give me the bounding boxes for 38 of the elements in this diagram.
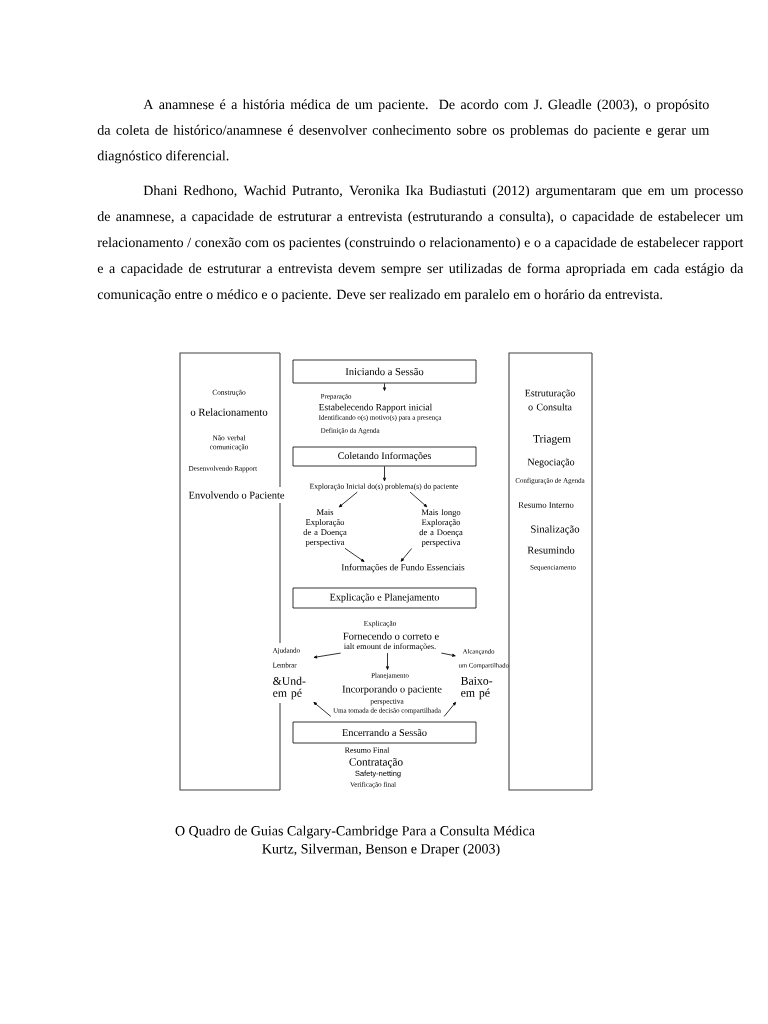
label: Mais longo Exploração de a Doença perspectiva xyxy=(419,509,463,547)
label: Negociação xyxy=(527,458,575,468)
label: Resumo Interno xyxy=(518,502,574,508)
citation: Kurtz, Silverman, Benson e Draper (2003) xyxy=(262,843,500,857)
stage-box: Explicação e Planejamento xyxy=(292,587,477,609)
stage-box: Iniciando a Sessão xyxy=(292,359,477,384)
label: Contratação xyxy=(349,758,403,768)
label: o Relacionamento xyxy=(190,408,268,416)
arrow xyxy=(383,466,386,482)
paragraph: A anamnese é a história médica de um paciente. De acordo com J. Gleadle (2003), o propósito da coleta de histórico/anamnese é desenvolver conhecimento sobre os problemas do paciente e gerar um diagnóstico diferencial. xyxy=(97,99,710,164)
label: Mais Exploração de a Doença perspectiva xyxy=(303,509,347,547)
label: Resumindo xyxy=(527,546,575,554)
stage-box: Coletando Informações xyxy=(292,446,477,467)
label: Informações de Fundo Essenciais xyxy=(341,563,465,573)
arrow xyxy=(338,491,358,508)
arrow xyxy=(313,652,342,659)
label: &Und- em pé xyxy=(273,676,306,700)
arrow xyxy=(443,701,457,717)
label: Incorporando o paciente xyxy=(342,685,442,695)
arrow xyxy=(383,383,386,391)
arrow xyxy=(409,491,428,508)
label: Triagem xyxy=(533,435,571,445)
label: Sinalização xyxy=(531,525,580,535)
arrow xyxy=(344,547,365,562)
label: Resumo Final xyxy=(344,747,390,753)
label: Fornecendo o correto e xyxy=(343,632,439,640)
arrow xyxy=(440,652,456,657)
label: Envolvendo o Paciente xyxy=(188,491,285,499)
stage-box: Encerrando a Sessão xyxy=(292,721,477,744)
label: Baixo- em pé xyxy=(461,676,493,700)
label: Estruturação o Consulta xyxy=(525,389,575,411)
paragraph: Dhani Redhono, Wachid Putranto, Veronika Ika Budiastuti (2012) argumentaram que em um processo de anamnese, a capacidade de estruturar a entrevista (estruturando a consulta), o capacidade de estabelecer um relacionamento / conexão com os pacientes (construindo o relacionamento) e o a capacidade de estabelecer rapport e a capacidade de estruturar a entrevista devem sempre ser utilizadas de forma apropriada em cada estágio da comunicação entre o médico e o paciente. Deve ser realizado em paralelo em o horário da entrevista. xyxy=(97,185,744,302)
arrow xyxy=(313,701,332,717)
caption: O Quadro de Guias Calgary-Cambridge Para a Consulta Médica xyxy=(175,825,535,839)
label: ialt emount de informações. xyxy=(344,643,436,651)
arrow xyxy=(386,652,389,670)
label: Estabelecendo Rapport inicial xyxy=(318,403,433,413)
arrow xyxy=(400,548,413,562)
